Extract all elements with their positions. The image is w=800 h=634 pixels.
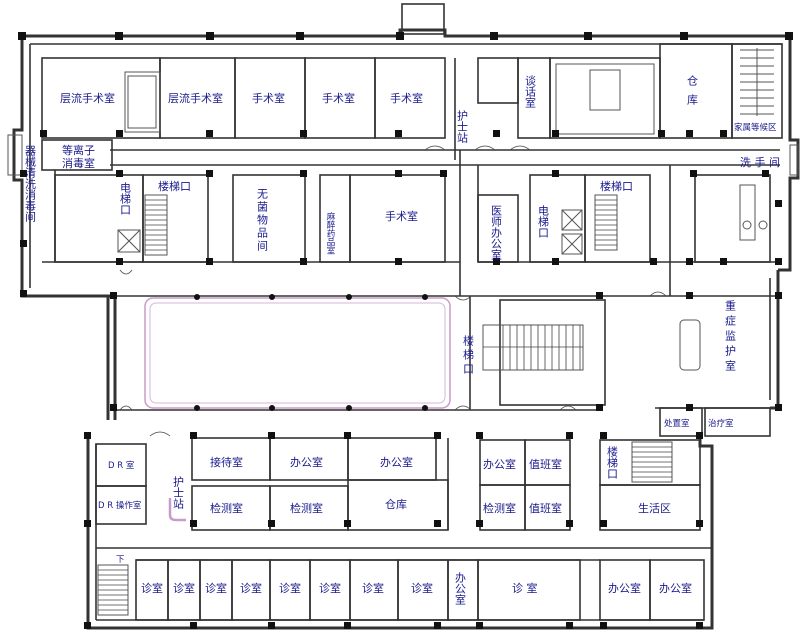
label-elevator-right: 电梯口 [537,205,550,238]
label-or-1: 手术室 [252,91,285,105]
label-or-4: 手术室 [385,209,418,223]
atrium-void [144,297,451,409]
label-clinic-1: 诊室 [141,581,163,595]
label-stairs-right: 楼梯口 [600,179,633,193]
label-office-bottom-center: 办公室 [454,572,467,605]
label-talk-room: 谈话室 [524,75,537,108]
label-clinic-large: 诊 室 [512,581,538,595]
label-office-3: 办公室 [483,457,516,471]
label-clinic-5: 诊室 [279,581,301,595]
label-clinic-6: 诊室 [319,581,341,595]
label-duty-room-1: 值班室 [529,457,562,471]
stairs-bottom-left [97,564,129,616]
columns [18,32,793,629]
label-stairs-lower-right: 楼梯口 [606,445,619,479]
label-laminar-or-1: 层流手术室 [60,91,115,105]
label-testing-2: 检测室 [290,501,323,515]
label-reception: 接待室 [210,455,243,469]
label-doctor-office: 医师办公室 [490,205,503,260]
label-stairs-left: 楼梯口 [158,179,191,193]
label-therapy-room: 治疗室 [708,418,734,429]
label-testing-3: 检测室 [483,501,516,515]
label-or-2: 手术室 [322,91,355,105]
label-living-area: 生活区 [638,501,671,515]
label-family-waiting: 家属等候区 [734,122,777,133]
label-office-bottom-right-2: 办公室 [659,581,692,595]
doors [119,145,667,437]
center-walls [115,295,778,437]
label-clinic-2: 诊室 [173,581,195,595]
label-icu: 重症监护室 [724,299,737,375]
label-nurse-station-bottom: 护士站 [172,475,185,510]
label-office-2: 办公室 [380,455,413,469]
label-dr-operation: D R 操作室 [98,500,142,511]
label-testing-1: 检测室 [210,501,243,515]
label-dr-room: D R 室 [108,460,135,471]
stairs-top-right [594,194,618,251]
stairs-top-left [144,194,168,256]
label-or-3: 手术室 [390,91,423,105]
label-clinic-4: 诊室 [240,581,262,595]
room-labels: 层流手术室 层流手术室 手术室 手术室 手术室 护士站 谈话室 仓库 家属等候区… [24,74,781,605]
label-nurse-station-top: 护士站 [456,109,469,144]
label-stairs-center: 楼梯口 [462,334,475,377]
top-wing-walls [41,43,783,296]
label-clinic-8: 诊室 [411,581,433,595]
label-office-1: 办公室 [290,455,323,469]
stairs-center [482,324,584,371]
label-washroom: 洗 手 间 [740,155,780,169]
label-anesthesia-drugs: 麻醉药品室 [325,211,335,254]
label-warehouse-bottom: 仓库 [385,497,407,511]
label-plasma-2: 消毒室 [62,156,95,170]
label-stair-down: 下 [116,555,125,565]
label-sterile-goods: 无菌物品间 [256,188,269,253]
label-treatment-room: 处置室 [664,418,690,429]
label-instrument-wash: 器械清洗消毒间 [24,145,37,223]
bottom-wing-walls [95,437,712,621]
label-duty-room-2: 值班室 [529,501,562,515]
label-clinic-7: 诊室 [362,581,384,595]
stairs-bottom-right [631,441,673,483]
label-clinic-3: 诊室 [205,581,227,595]
label-elevator-left: 电梯口 [119,182,132,215]
label-office-bottom-right-1: 办公室 [608,581,641,595]
waiting-seats [740,48,774,116]
label-warehouse-top: 仓库 [686,74,699,113]
label-laminar-or-2: 层流手术室 [168,91,223,105]
label-plasma-1: 等离子 [62,143,95,157]
